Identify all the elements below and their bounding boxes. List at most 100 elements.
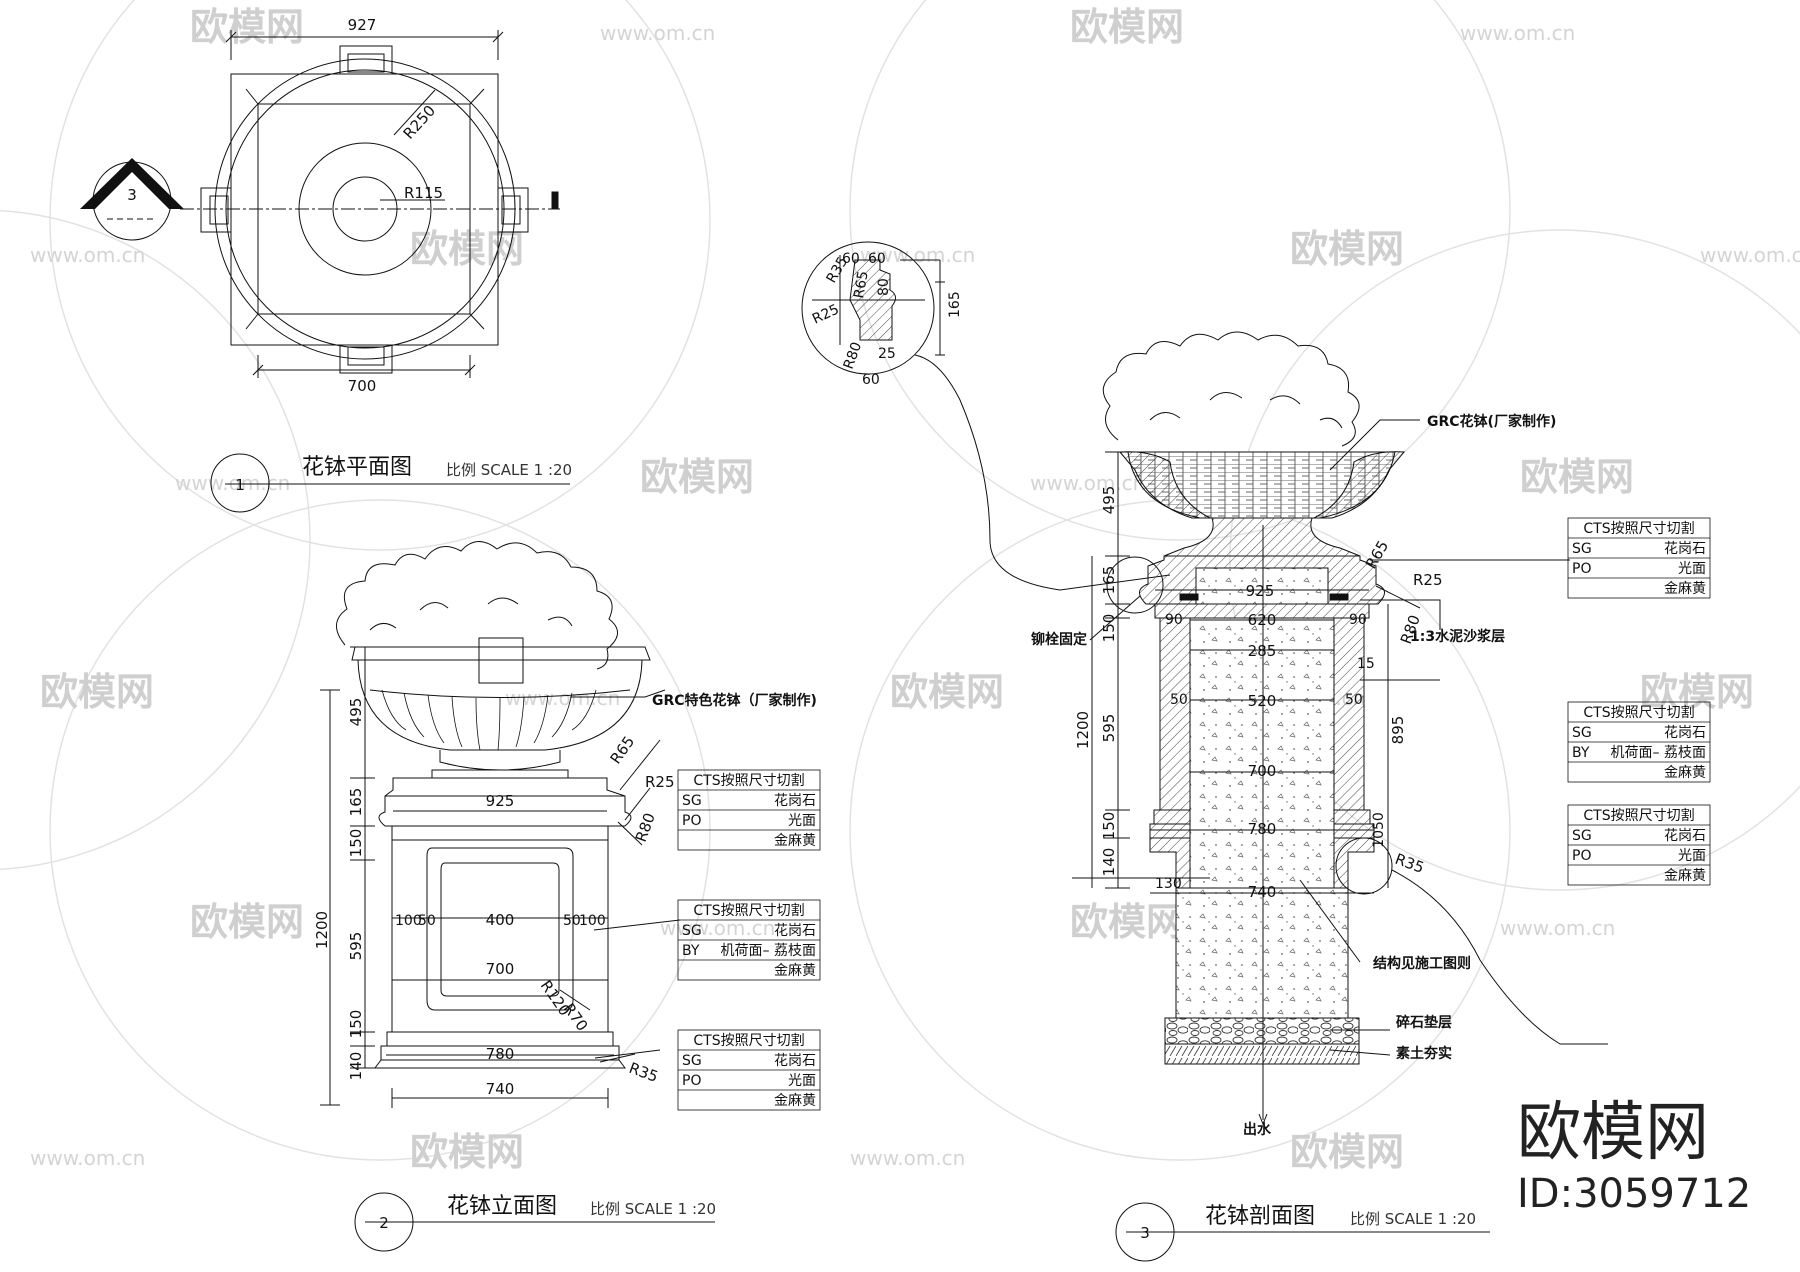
watermark-logo: 欧模网	[1070, 5, 1184, 49]
material-value: 花岗石	[1664, 725, 1706, 741]
material-value: 金麻黄	[774, 1092, 816, 1109]
elev-edge-50-left: 50	[418, 913, 436, 929]
watermark-url: www.om.cn	[30, 243, 145, 267]
watermark-logo: 欧模网	[1290, 227, 1404, 271]
watermark-logo: 欧模网	[1070, 900, 1184, 944]
section-title: 花钵剖面图	[1205, 1204, 1315, 1229]
sec-d-15: 15	[1357, 656, 1375, 672]
material-code: PO	[1572, 848, 1591, 864]
material-value: 花岗石	[1664, 541, 1706, 557]
material-value: 光面	[788, 813, 816, 829]
detail-dim-60b: 60	[868, 251, 886, 267]
sec-h-495: 495	[1100, 486, 1118, 515]
watermark-url: www.om.cn	[1460, 21, 1575, 45]
section-marker-number: 3	[127, 186, 137, 204]
watermark-url: www.om.cn	[1500, 916, 1615, 940]
sec-d-50b: 50	[1345, 692, 1363, 708]
watermark-logo: 欧模网	[410, 227, 524, 271]
watermark-logo: 欧模网	[410, 1130, 524, 1174]
material-value: 光面	[1678, 561, 1706, 577]
sec-w-740: 740	[1248, 883, 1277, 901]
watermark-url: www.om.cn	[175, 471, 290, 495]
section-labels: GRC花钵(厂家制作) 铆栓固定 1:3水泥沙浆层 结构见施工图则 碎石垫层 素…	[1031, 413, 1556, 1138]
plan-number: 1	[235, 476, 245, 494]
plan-title-block: 1 花钵平面图 比例 SCALE 1 :20	[210, 453, 572, 513]
material-code: BY	[1572, 745, 1590, 761]
detail-dim-25: 25	[878, 346, 896, 362]
material-value: 机荷面– 荔枝面	[721, 943, 816, 959]
elev-edge-100-right: 100	[579, 913, 606, 929]
elev-edge-50-right: 50	[563, 913, 581, 929]
watermark-url: www.om.cn	[505, 686, 620, 710]
section-scale: 比例 SCALE 1 :20	[1350, 1210, 1476, 1228]
material-code: SG	[682, 923, 702, 939]
detail-r80: R80	[841, 340, 865, 371]
elev-r65: R65	[607, 733, 639, 768]
elev-w-700: 700	[486, 960, 515, 978]
sec-h-165: 165	[1100, 566, 1118, 595]
brand-id-text: ID:3059712	[1517, 1171, 1751, 1217]
watermark-url: www.om.cn	[850, 1146, 965, 1170]
material-table-header: CTS按照尺寸切割	[693, 1032, 804, 1049]
material-value: 花岗石	[774, 923, 816, 939]
plan-scale: 比例 SCALE 1 :20	[446, 461, 572, 479]
material-code: BY	[682, 943, 700, 959]
detail-dim-60c: 60	[862, 372, 880, 388]
elev-h-595: 595	[347, 932, 365, 961]
sec-d-90b: 90	[1349, 612, 1367, 628]
material-value: 金麻黄	[774, 832, 816, 849]
material-value: 金麻黄	[1664, 867, 1706, 884]
material-value: 金麻黄	[774, 962, 816, 979]
sec-d-50a: 50	[1170, 692, 1188, 708]
sec-h-895: 895	[1389, 716, 1407, 745]
section-outlet-label: 出水	[1243, 1121, 1272, 1138]
plan-dim-top: 927	[348, 16, 377, 34]
plan-dim-bottom: 700	[348, 377, 377, 395]
elev-w-925: 925	[486, 792, 515, 810]
plan-view	[80, 30, 560, 378]
detail-dim-60a: 60	[842, 251, 860, 267]
watermark-logo: 欧模网	[190, 900, 304, 944]
material-value: 花岗石	[774, 793, 816, 809]
material-code: SG	[682, 793, 702, 809]
detail-r25: R25	[810, 301, 842, 327]
elev-r35: R35	[627, 1059, 661, 1086]
watermark-logos: 欧模网欧模网欧模网欧模网欧模网欧模网欧模网欧模网欧模网欧模网欧模网欧模网欧模网w…	[30, 5, 1800, 1174]
material-code: PO	[682, 813, 701, 829]
material-code: SG	[682, 1053, 702, 1069]
elev-w-400: 400	[486, 911, 515, 929]
watermark-logo: 欧模网	[640, 455, 754, 499]
sec-h-595: 595	[1100, 714, 1118, 743]
material-value: 光面	[1678, 848, 1706, 864]
material-table-header: CTS按照尺寸切割	[1583, 704, 1694, 721]
sec-w-925: 925	[1246, 582, 1275, 600]
sec-h-140: 140	[1100, 848, 1118, 877]
elevation-scale: 比例 SCALE 1 :20	[590, 1200, 716, 1218]
sec-h-150b: 150	[1100, 812, 1118, 841]
material-value: 光面	[788, 1073, 816, 1089]
sec-r25: R25	[1413, 571, 1443, 589]
elev-h-165: 165	[347, 788, 365, 817]
sec-w-520: 520	[1248, 692, 1277, 710]
section-anchor-label: 铆栓固定	[1031, 631, 1087, 648]
sec-h-1200: 1200	[1074, 711, 1092, 749]
detail-r65: R65	[851, 270, 872, 300]
brand-logo-text: 欧模网	[1517, 1096, 1709, 1170]
watermark-logo: 欧模网	[190, 5, 304, 49]
sec-w-285: 285	[1248, 642, 1277, 660]
material-code: PO	[1572, 561, 1591, 577]
sec-d-130: 130	[1155, 876, 1182, 892]
elev-w-780: 780	[486, 1045, 515, 1063]
material-code: PO	[682, 1073, 701, 1089]
section-view	[1072, 331, 1608, 1126]
material-table-header: CTS按照尺寸切割	[693, 772, 804, 789]
material-table-header: CTS按照尺寸切割	[1583, 807, 1694, 824]
detail-dim-165: 165	[947, 291, 963, 318]
